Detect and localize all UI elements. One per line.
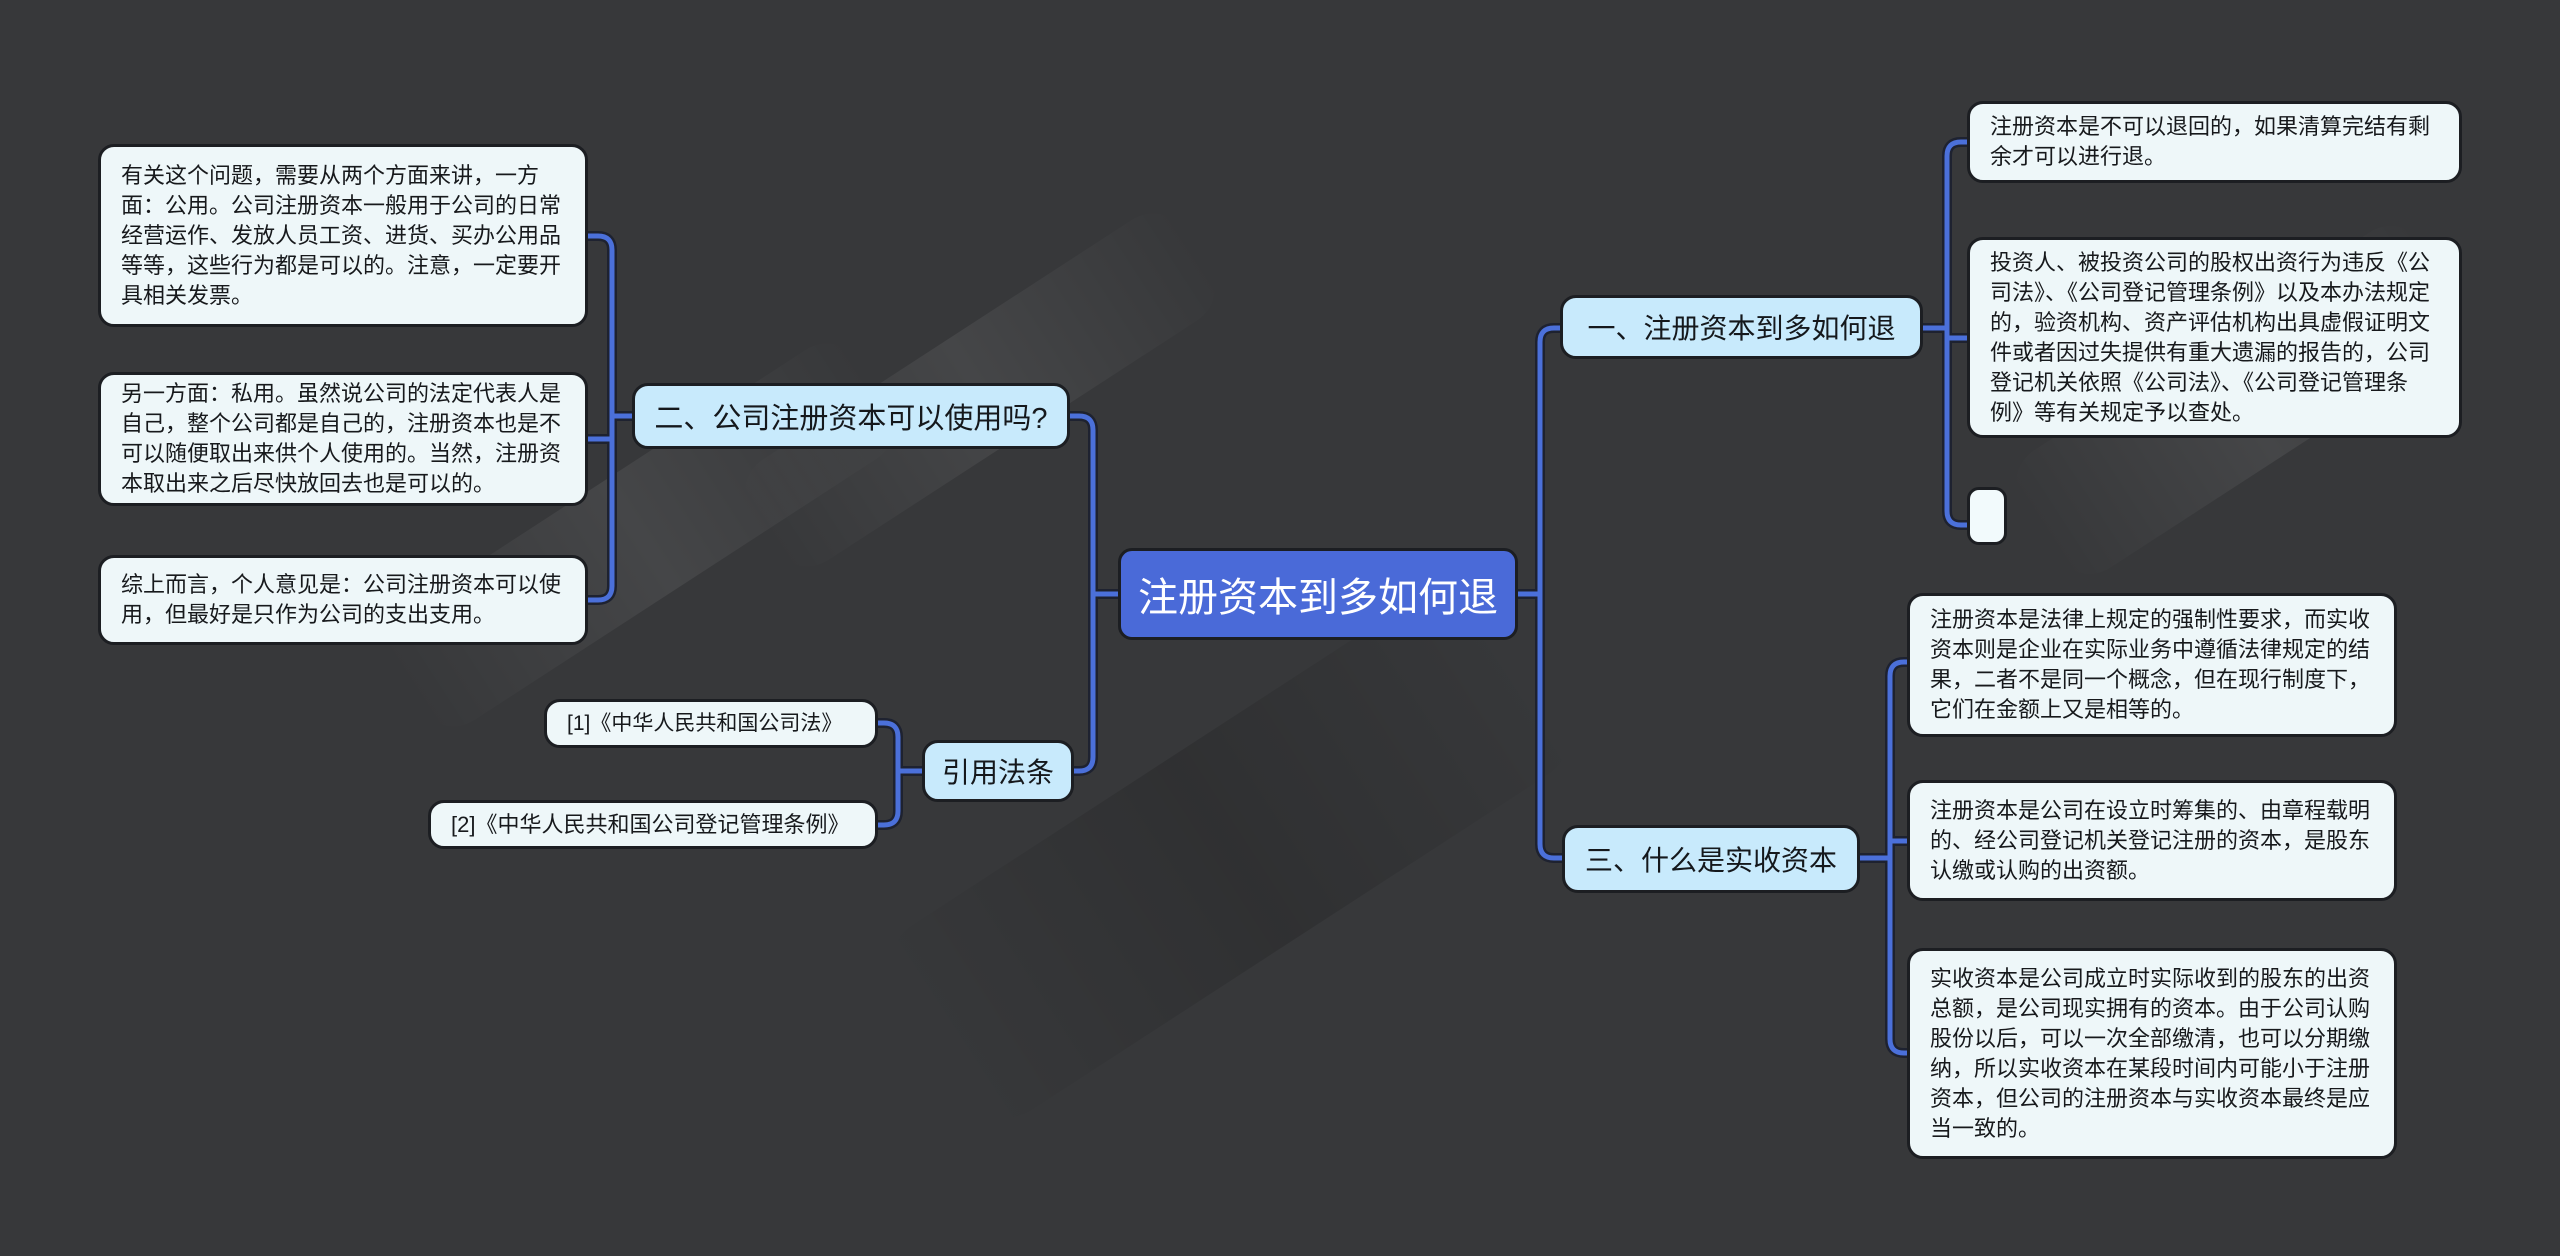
topic-node-citations[interactable]: 引用法条	[922, 740, 1074, 802]
connector-branch-one	[1918, 137, 1972, 530]
topic-node-branch-three[interactable]: 三、什么是实收资本	[1562, 825, 1860, 893]
topic-node-branch-two[interactable]: 二、公司注册资本可以使用吗?	[632, 383, 1070, 449]
note-card-violation[interactable]: 投资人、被投资公司的股权出资行为违反《公司法》、《公司登记管理条例》以及本办法规…	[1967, 237, 2462, 438]
note-card-public-use[interactable]: 有关这个问题，需要从两个方面来讲，一方面：公用。公司注册资本一般用于公司的日常经…	[98, 144, 588, 327]
connector-branch-three	[1853, 657, 1912, 1058]
note-card-law-2[interactable]: [2]《中华人民共和国公司登记管理条例》	[428, 800, 878, 849]
note-card-paid-in-capital-def[interactable]: 实收资本是公司成立时实际收到的股东的出资总额，是公司现实拥有的资本。由于公司认购…	[1907, 948, 2397, 1159]
connector-branch-two	[583, 231, 1123, 776]
note-card-private-use[interactable]: 另一方面：私用。虽然说公司的法定代表人是自己，整个公司都是自己的，注册资本也是不…	[98, 372, 588, 506]
topic-node-branch-one[interactable]: 一、注册资本到多如何退	[1560, 295, 1923, 359]
connector-root-right	[1513, 323, 1567, 863]
connector-citations	[873, 718, 927, 830]
note-card-law-1[interactable]: [1]《中华人民共和国公司法》	[544, 699, 878, 748]
note-card-legal-requirement[interactable]: 注册资本是法律上规定的强制性要求，而实收资本则是企业在实际业务中遵循法律规定的结…	[1907, 593, 2397, 737]
note-card-registered-capital-def[interactable]: 注册资本是公司在设立时筹集的、由章程载明的、经公司登记机关登记注册的资本，是股东…	[1907, 780, 2397, 901]
note-card-opinion[interactable]: 综上而言，个人意见是：公司注册资本可以使用，但最好是只作为公司的支出支用。	[98, 555, 588, 645]
note-card-no-refund[interactable]: 注册资本是不可以退回的，如果清算完结有剩余才可以进行退。	[1967, 101, 2462, 183]
root-node[interactable]: 注册资本到多如何退	[1118, 548, 1518, 640]
empty-note-node[interactable]	[1967, 487, 2007, 545]
